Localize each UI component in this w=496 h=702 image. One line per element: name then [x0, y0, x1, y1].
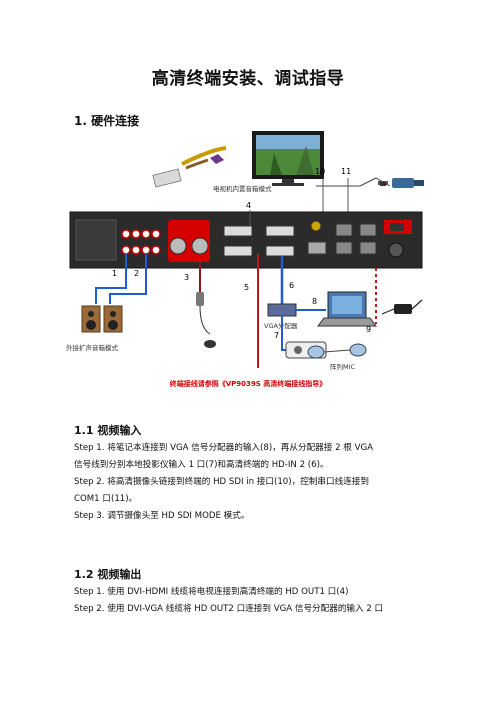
num-4: 4 [246, 201, 251, 210]
page-title: 高清终端安装、调试指导 [151, 69, 345, 89]
array-mic-label: 阵列MIC [330, 362, 356, 371]
num-8: 8 [312, 297, 317, 306]
video-output-line: Step 1. 使用 DVI-HDMI 线缆将电视连接到高清终端的 HD OUT… [74, 587, 349, 597]
num-9: 9 [366, 325, 371, 334]
microphone-icon [196, 292, 216, 348]
connection-diagram: 电视机内置音箱模式 10 11 [66, 131, 424, 371]
section-heading-video-input: 1.1 视频输入 [74, 424, 142, 437]
num-6: 6 [289, 281, 294, 290]
array-mic-icon [307, 343, 367, 359]
vga-splitter-label: VGA分配器 [264, 321, 298, 330]
camera-power-icon [380, 182, 386, 186]
video-input-line: Step 3. 调节摄像头至 HD SDI MODE 模式。 [74, 511, 250, 521]
video-input-line: Step 1. 将笔记本连接到 VGA 信号分配器的输入(8)，再从分配器接 2… [74, 443, 374, 453]
video-output-line: Step 2. 使用 DVI-VGA 线缆将 HD OUT2 口连接到 VGA … [74, 604, 384, 614]
external-speaker-mode-label: 外接扩声音箱模式 [66, 343, 119, 352]
video-input-line: COM1 口(11)。 [74, 494, 138, 504]
tv-icon [252, 131, 324, 186]
num-2: 2 [134, 269, 139, 278]
num-3: 3 [184, 273, 189, 282]
num-11: 11 [341, 167, 351, 176]
num-7: 7 [274, 331, 279, 340]
video-output-steps: Step 1. 使用 DVI-HDMI 线缆将电视连接到高清终端的 HD OUT… [74, 584, 424, 618]
num-5: 5 [244, 283, 249, 292]
section-heading-video-output: 1.2 视频输出 [74, 568, 142, 581]
power-adapter-icon [381, 299, 423, 315]
vga-splitter-icon [267, 303, 297, 317]
video-input-steps: Step 1. 将笔记本连接到 VGA 信号分配器的输入(8)，再从分配器接 2… [74, 440, 424, 525]
num-10: 10 [315, 167, 325, 176]
laptop-icon [317, 291, 377, 327]
section-heading-hardware: 1. 硬件连接 [74, 114, 140, 128]
tv-speaker-mode-label: 电视机内置音箱模式 [213, 184, 272, 193]
num-1: 1 [112, 269, 117, 278]
wiring-reference-note: 终端接线请参照《VP9039S 高清终端接线指导》 [169, 380, 327, 388]
terminal-back-panel [69, 211, 423, 269]
video-input-line: Step 2. 将高清摄像头链接到终端的 HD SDI in 接口(10)，控制… [74, 477, 369, 487]
speaker-icon [81, 305, 123, 333]
video-input-line: 信号线到分别本地投影仪输入 1 口(7)和高清终端的 HD-IN 2 (6)。 [74, 460, 329, 470]
dvi-hdmi-cable-icon [152, 146, 227, 188]
